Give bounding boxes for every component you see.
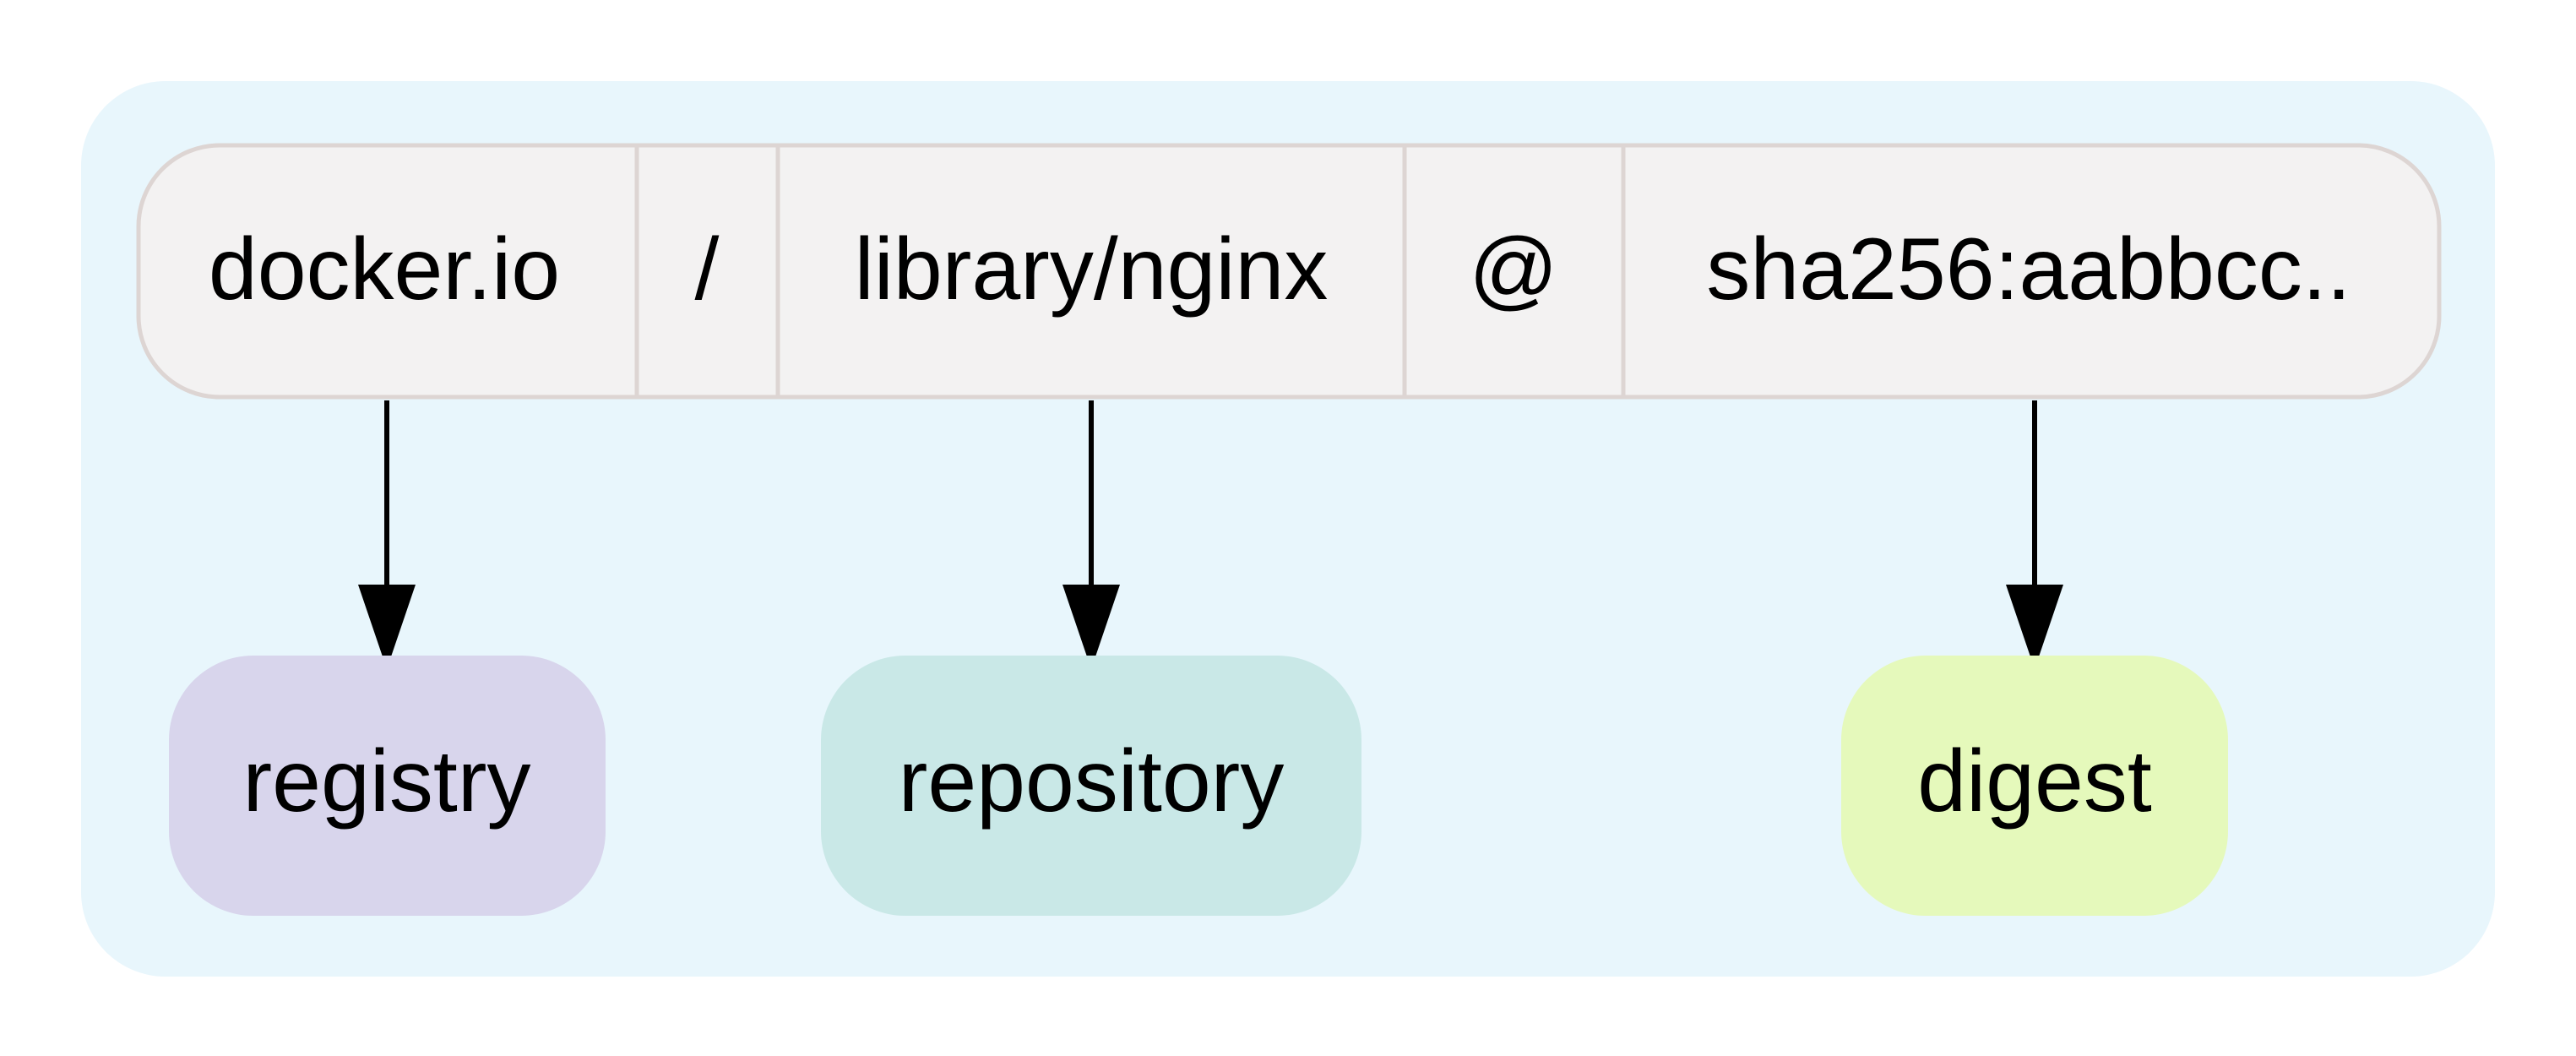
node-repository-shape bbox=[821, 656, 1361, 916]
node-registry-shape bbox=[169, 656, 606, 916]
node-registry: registry bbox=[169, 656, 606, 916]
image-reference-record: docker.io / library/nginx @ sha256:aabbc… bbox=[136, 143, 2442, 400]
record-segment-repository: library/nginx bbox=[855, 220, 1329, 318]
record-segment-digest: sha256:aabbcc.. bbox=[1706, 220, 2350, 318]
edge-repository-arrowhead bbox=[1062, 585, 1120, 669]
node-digest-label: digest bbox=[1917, 732, 2152, 830]
edge-registry-arrowhead bbox=[358, 585, 416, 669]
record-segment-registry: docker.io bbox=[209, 220, 560, 318]
edge-digest-arrowhead bbox=[2006, 585, 2063, 669]
node-registry-label: registry bbox=[243, 732, 531, 830]
record-outline bbox=[136, 143, 2442, 400]
record-segment-at: @ bbox=[1469, 220, 1558, 318]
node-digest: digest bbox=[1841, 656, 2228, 916]
record-segment-slash: / bbox=[695, 220, 720, 318]
node-repository: repository bbox=[821, 656, 1361, 916]
edges bbox=[358, 400, 2063, 669]
node-digest-shape bbox=[1841, 656, 2228, 916]
node-repository-label: repository bbox=[899, 732, 1285, 830]
